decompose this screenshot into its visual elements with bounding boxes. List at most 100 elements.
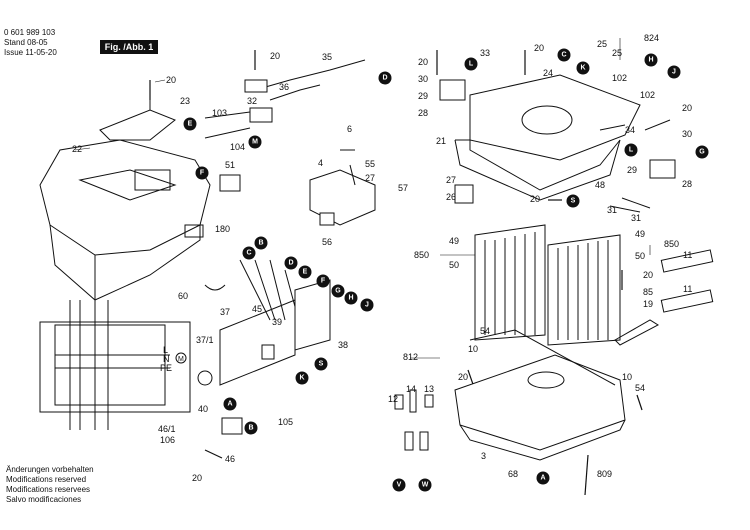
label-46: 46 bbox=[225, 454, 235, 464]
label-20h-right: 20 bbox=[643, 270, 653, 280]
filter-valve-part bbox=[454, 184, 474, 204]
bracket-part bbox=[609, 197, 651, 213]
label-103: 103 bbox=[212, 108, 227, 118]
label-29b: 29 bbox=[627, 165, 637, 175]
label-180: 180 bbox=[215, 224, 230, 234]
marker-g1-circle bbox=[695, 145, 709, 159]
label-850b: 850 bbox=[664, 239, 679, 249]
marker-l1: L bbox=[469, 61, 474, 68]
marker-e2-circle bbox=[298, 265, 312, 279]
label-33: 33 bbox=[480, 48, 490, 58]
note-de: Änderungen vorbehalten bbox=[6, 465, 94, 474]
bar-part-lower bbox=[660, 289, 714, 313]
label-35: 35 bbox=[322, 52, 332, 62]
marker-a1: A bbox=[227, 401, 232, 408]
marker-j1: J bbox=[672, 69, 676, 76]
issue-value: 11-05-20 bbox=[25, 48, 57, 57]
label-57: 57 bbox=[398, 183, 408, 193]
marker-g2: G bbox=[335, 288, 341, 295]
marker-e2: E bbox=[303, 269, 308, 276]
label-105: 105 bbox=[278, 417, 293, 427]
label-812: 812 bbox=[403, 352, 418, 362]
marker-b1: B bbox=[258, 240, 263, 247]
note-fr: Modifications reservees bbox=[6, 485, 91, 494]
hose-clip-part bbox=[204, 284, 226, 291]
marker-f1: F bbox=[200, 170, 205, 177]
part-number-labels: 20 23 22 103 104 32 36 35 20 51 180 6 4 … bbox=[72, 33, 692, 483]
marker-b1-circle bbox=[254, 236, 268, 250]
label-20e: 20 bbox=[530, 194, 540, 204]
electronics-panel-part bbox=[219, 259, 331, 386]
label-30a: 30 bbox=[418, 74, 428, 84]
label-4: 4 bbox=[318, 158, 323, 168]
top-cover-part bbox=[39, 139, 211, 301]
marker-b2: B bbox=[248, 425, 253, 432]
label-24: 24 bbox=[543, 68, 553, 78]
part-number: 0 601 989 103 bbox=[4, 28, 56, 37]
stand-value: 08-05 bbox=[27, 38, 48, 47]
marker-j2-circle bbox=[360, 298, 374, 312]
marker-d1-circle bbox=[378, 71, 392, 85]
label-20-bottom: 20 bbox=[458, 372, 468, 382]
marker-a2: A bbox=[540, 475, 545, 482]
label-20d: 20 bbox=[418, 57, 428, 67]
label-6: 6 bbox=[347, 124, 352, 134]
marker-l1-circle bbox=[464, 57, 478, 71]
label-48: 48 bbox=[595, 180, 605, 190]
label-22: 22 bbox=[72, 144, 82, 154]
label-28b: 28 bbox=[682, 179, 692, 189]
label-27: 27 bbox=[365, 173, 375, 183]
label-20g: 20 bbox=[682, 103, 692, 113]
marker-h2-circle bbox=[344, 291, 358, 305]
marker-j1-circle bbox=[667, 65, 681, 79]
label-23: 23 bbox=[180, 96, 190, 106]
marker-h2: H bbox=[348, 295, 353, 302]
marker-d2-circle bbox=[284, 256, 298, 270]
issue-label: Issue bbox=[4, 48, 24, 57]
label-29a: 29 bbox=[418, 91, 428, 101]
container-part bbox=[454, 329, 626, 461]
label-37-1: 37/1 bbox=[196, 335, 214, 345]
notes-block: Änderungen vorbehalten Modifications res… bbox=[6, 465, 94, 505]
label-20f-top: 20 bbox=[534, 43, 544, 53]
marker-c2: C bbox=[246, 250, 251, 257]
marker-l2: L bbox=[629, 147, 634, 154]
marker-a1-circle bbox=[223, 397, 237, 411]
label-3: 3 bbox=[481, 451, 486, 461]
marker-c1: C bbox=[561, 52, 566, 59]
label-102b: 102 bbox=[640, 90, 655, 100]
label-20: 20 bbox=[166, 75, 176, 85]
marker-k1: K bbox=[580, 65, 585, 72]
brush-holder-part bbox=[439, 79, 466, 101]
label-45: 45 bbox=[252, 304, 262, 314]
label-809: 809 bbox=[597, 469, 612, 479]
label-40: 40 bbox=[198, 404, 208, 414]
label-10a: 10 bbox=[468, 344, 478, 354]
marker-a2-circle bbox=[536, 471, 550, 485]
marker-w1: W bbox=[422, 482, 429, 489]
marker-m1-circle bbox=[248, 135, 262, 149]
leader-lines bbox=[74, 38, 651, 359]
marker-h1: H bbox=[648, 57, 653, 64]
label-46-1: 46/1 bbox=[158, 424, 176, 434]
marker-k2-circle bbox=[295, 371, 309, 385]
label-104: 104 bbox=[230, 142, 245, 152]
marker-h1-circle bbox=[644, 53, 658, 67]
power-cable-part bbox=[204, 59, 366, 139]
bar-part-upper bbox=[660, 249, 714, 273]
marker-e1: E bbox=[188, 121, 193, 128]
label-11b: 11 bbox=[683, 284, 692, 294]
brush-holder-part-right bbox=[649, 159, 676, 179]
label-850a: 850 bbox=[414, 250, 429, 260]
label-19: 19 bbox=[643, 299, 653, 309]
label-50b: 50 bbox=[635, 251, 645, 261]
small-parts-812 bbox=[394, 389, 434, 451]
label-32: 32 bbox=[247, 96, 257, 106]
label-25b: 25 bbox=[612, 48, 622, 58]
label-sticker-part bbox=[184, 224, 204, 238]
label-54a: 54 bbox=[480, 326, 490, 336]
note-es: Salvo modificaciones bbox=[6, 495, 82, 504]
label-12: 12 bbox=[388, 394, 398, 404]
